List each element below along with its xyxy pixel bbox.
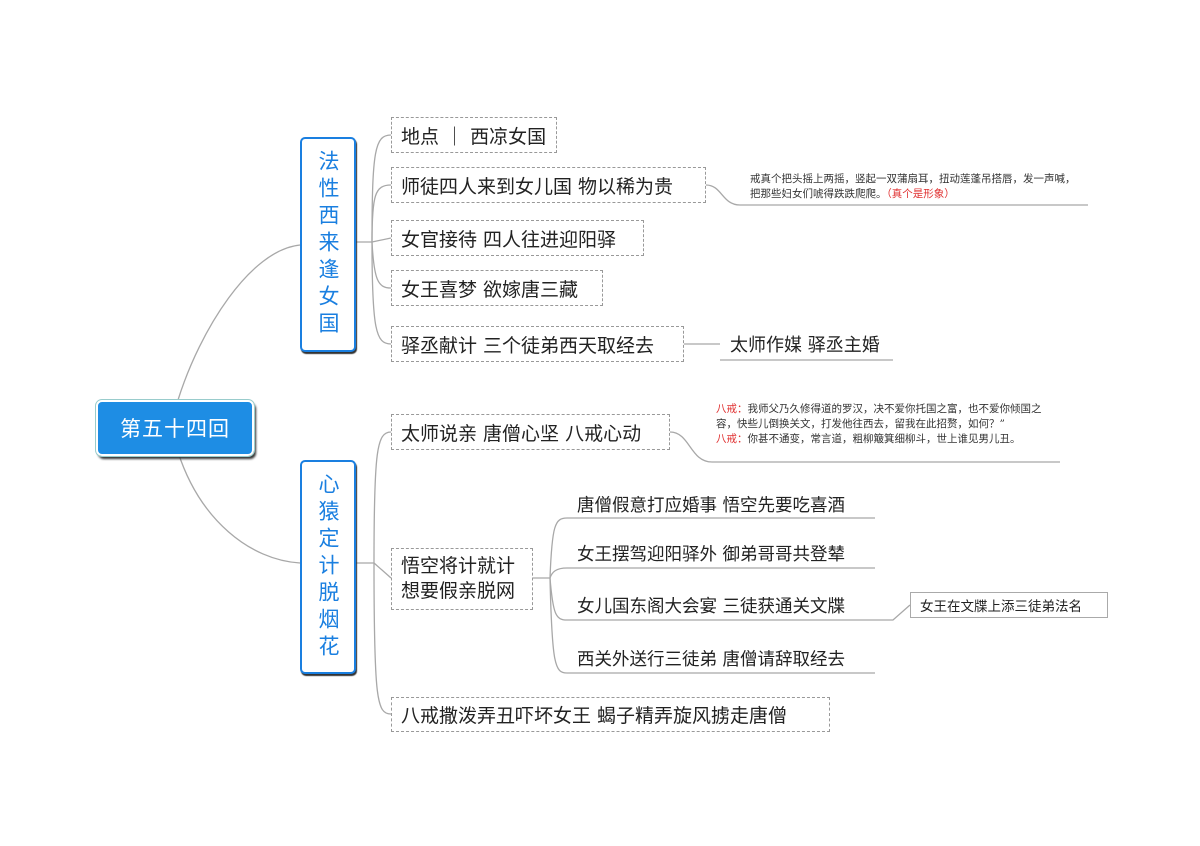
subtopic-farewell[interactable]: 西关外送行三徒弟 唐僧请辞取经去 (577, 650, 846, 670)
branch-node-2[interactable]: 心猿定计脱烟花 (300, 460, 356, 674)
subtopic-matchmaker[interactable]: 太师作媒 驿丞主婚 (730, 335, 880, 356)
link-b1-c3 (371, 237, 392, 243)
note-comment: （真个是形象） (886, 188, 955, 200)
link-b2-c3 (373, 562, 392, 715)
note-bajie-dialogue: 八戒：我师父乃久修得道的罗汉，决不爱你托国之富，也不爱你倾国之容，快些儿倒换关文… (716, 402, 1046, 447)
link-root-branch2 (177, 451, 301, 564)
topic-location[interactable]: 地点 ｜ 西凉女国 (391, 117, 557, 153)
link-wk-s4 (549, 577, 875, 674)
link-wk-s2 (549, 567, 875, 579)
speaker-label: 八戒： (716, 433, 748, 445)
root-node[interactable]: 第五十四回 (95, 399, 255, 457)
note-body: 戒真个把头摇上两摇，竖起一双蒲扇耳，扭动莲蓬吊搭唇，发一声喊，把那些妇女们唬得跌… (750, 173, 1076, 200)
link-wk-s1 (549, 517, 875, 579)
dialogue-line: 你甚不通变，常言道，粗柳簸箕细柳斗，世上谁见男儿丑。 (747, 433, 1021, 445)
link-wk-s3 (549, 577, 911, 621)
topic-proposal[interactable]: 太师说亲 唐僧心坚 八戒心动 (391, 414, 670, 450)
topic-line: 悟空将计就计 (401, 555, 516, 577)
subtopic-names-added[interactable]: 女王在文牒上添三徒弟法名 (910, 592, 1108, 618)
topic-line: 想要假亲脱网 (401, 580, 516, 602)
subtopic-banquet[interactable]: 女儿国东阁大会宴 三徒获通关文牒 (577, 597, 846, 617)
topic-queen-dream[interactable]: 女王喜梦 欲嫁唐三藏 (391, 270, 603, 306)
link-bc1-note (669, 431, 1060, 463)
topic-plan[interactable]: 驿丞献计 三个徒弟西天取经去 (391, 326, 684, 362)
speaker-label: 八戒： (716, 403, 748, 415)
topic-wukong-plan[interactable]: 悟空将计就计 想要假亲脱网 (391, 548, 533, 610)
topic-reception[interactable]: 女官接待 四人往进迎阳驿 (391, 220, 644, 256)
subtopic-fake-wedding[interactable]: 唐僧假意打应婚事 悟空先要吃喜酒 (577, 496, 846, 516)
link-b1-c2 (371, 184, 392, 243)
link-c2-note (705, 184, 1088, 206)
subtopic-queen-carriage[interactable]: 女王摆驾迎阳驿外 御弟哥哥共登辇 (577, 545, 846, 565)
link-b2-c1 (373, 431, 392, 564)
link-b1-c1 (371, 134, 392, 243)
link-root-branch1 (177, 244, 301, 401)
branch-node-1[interactable]: 法性西来逢女国 (300, 137, 356, 352)
topic-scorpion[interactable]: 八戒撒泼弄丑吓坏女王 蝎子精弄旋风掳走唐僧 (391, 697, 830, 732)
topic-arrive[interactable]: 师徒四人来到女儿国 物以稀为贵 (391, 167, 706, 203)
dialogue-line: 我师父乃久修得道的罗汉，决不爱你托国之富，也不爱你倾国之容，快些儿倒换关文，打发… (716, 403, 1042, 430)
note-bajie-scare: 戒真个把头摇上两摇，竖起一双蒲扇耳，扭动莲蓬吊搭唇，发一声喊，把那些妇女们唬得跌… (750, 172, 1085, 202)
link-b2-c2 (373, 562, 392, 579)
link-b1-c4 (371, 241, 392, 289)
link-b1-c5 (371, 241, 392, 345)
